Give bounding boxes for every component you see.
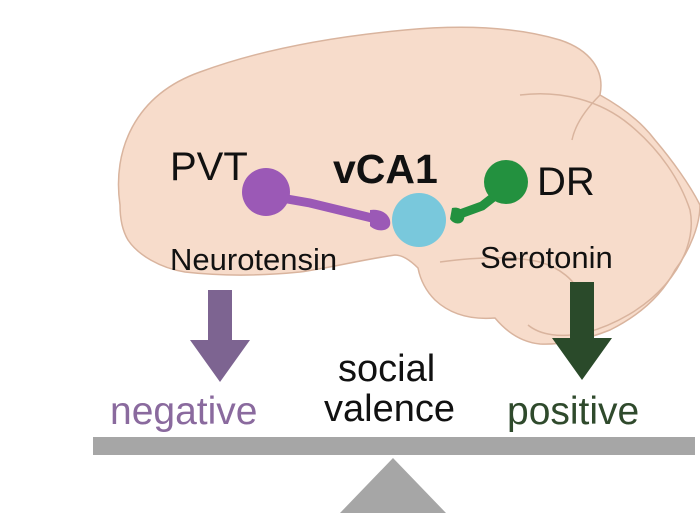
pvt-soma <box>242 168 290 216</box>
dr-terminal <box>450 207 465 224</box>
cortex-fold <box>571 94 601 141</box>
serotonin-label: Serotonin <box>480 240 613 275</box>
social-label: social <box>338 348 435 390</box>
pvt-neuron <box>242 168 391 231</box>
dr-neuron <box>450 160 528 224</box>
vca1-label: vCA1 <box>333 146 438 192</box>
negative-arrow <box>190 290 250 382</box>
pvt-terminal <box>370 209 391 231</box>
seesaw-beam <box>93 437 695 455</box>
vca1-target-circle <box>392 193 446 247</box>
pvt-label: PVT <box>170 145 248 189</box>
positive-label: positive <box>507 390 639 433</box>
brainstem-fold <box>439 257 581 296</box>
brain-outline <box>117 26 700 345</box>
cerebrum-shape <box>117 26 700 345</box>
seesaw-fulcrum <box>340 458 446 513</box>
negative-label: negative <box>110 390 257 433</box>
positive-arrow <box>552 282 612 380</box>
dr-label: DR <box>537 160 595 204</box>
valence-label: valence <box>324 388 455 430</box>
neurotensin-label: Neurotensin <box>170 242 337 277</box>
dr-soma <box>484 160 528 204</box>
